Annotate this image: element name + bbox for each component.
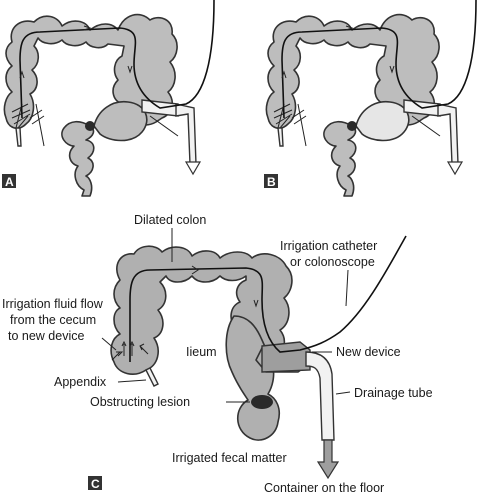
panel-b-label: B [267, 175, 276, 189]
panel-b-drain-tube [437, 103, 459, 165]
panel-b-drain-arrow [446, 161, 464, 176]
panel-b-catheter [281, 0, 477, 119]
panel-a: A [2, 0, 215, 197]
panel-a-hatch [29, 109, 45, 125]
panel-b-colon [265, 13, 440, 130]
label-irrigation-flow-1: Irrigation fluid flow [2, 297, 104, 311]
panel-a-drain-tube [175, 103, 197, 165]
panel-c-colon-arrows [191, 265, 259, 308]
label-irrigated-fecal-matter: Irrigated fecal matter [172, 451, 287, 465]
label-container: Container on the floor [264, 481, 384, 495]
panel-c-catheter [129, 235, 407, 362]
leader-drainage-tube [335, 391, 351, 395]
panel-b-cecum-lines [273, 103, 293, 129]
panel-b-lesion [347, 121, 357, 131]
label-new-device: New device [336, 345, 401, 359]
panel-c: Dilated colon Irrigation catheter or col… [2, 213, 433, 495]
panel-a-cecum-lines [11, 103, 31, 129]
panel-a-label: A [5, 175, 14, 189]
label-dilated-colon: Dilated colon [134, 213, 206, 227]
panel-c-lesion [251, 395, 273, 409]
panel-a-appendix [15, 127, 22, 147]
panel-a-catheter [19, 0, 215, 119]
panel-c-label-box [88, 476, 102, 490]
panel-a-drain-arrow [184, 161, 202, 176]
panel-b-rectum [355, 101, 410, 142]
label-ileum: Iieum [186, 345, 217, 359]
panel-b-appendix [277, 127, 284, 147]
panel-a-colon [3, 13, 178, 130]
label-drainage-tube: Drainage tube [354, 386, 433, 400]
label-irrigation-flow-3: to new device [8, 329, 84, 343]
leader-catheter [345, 269, 349, 307]
panel-b-label-box [264, 174, 278, 188]
label-obstructing-lesion: Obstructing lesion [90, 395, 190, 409]
panel-c-drainage-tube [305, 351, 335, 441]
panel-a-flow-arrows [19, 25, 133, 79]
panel-c-drain-arrow [316, 439, 340, 480]
label-appendix: Appendix [54, 375, 107, 389]
label-irrigation-flow-2: from the cecum [10, 313, 96, 327]
panel-b-flow-arrows [281, 25, 395, 79]
panel-c-flow-arrows [111, 340, 149, 361]
leader-irrigation-flow [101, 337, 117, 351]
panel-a-label-box [2, 174, 16, 188]
panel-a-lesion [85, 121, 95, 131]
panel-b-lines [297, 103, 441, 147]
panel-a-rectum [93, 101, 148, 142]
label-irrigation-catheter-2: or colonoscope [290, 255, 375, 269]
panel-c-appendix [145, 367, 159, 387]
panel-b-ileum [323, 120, 357, 197]
leader-appendix [117, 379, 147, 383]
panel-c-label: C [91, 477, 100, 491]
panel-c-device [261, 341, 311, 373]
panel-b-hatch [291, 109, 307, 125]
panel-a-lines [35, 103, 179, 147]
label-irrigation-catheter-1: Irrigation catheter [280, 239, 377, 253]
panel-a-ileum [61, 120, 95, 197]
panel-b: B [264, 0, 477, 197]
